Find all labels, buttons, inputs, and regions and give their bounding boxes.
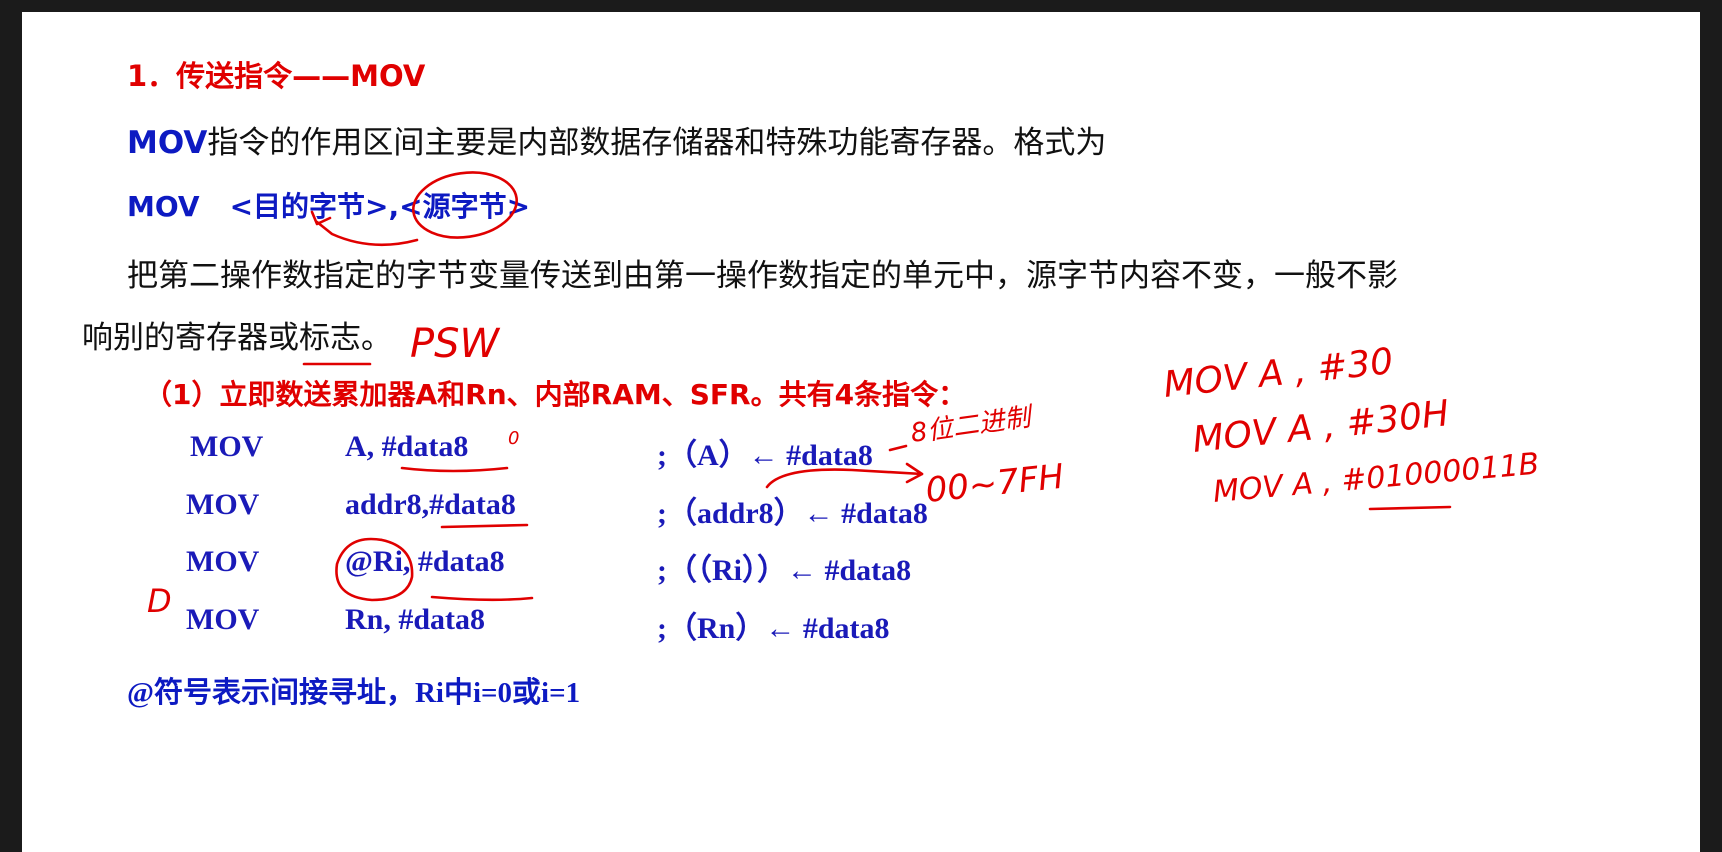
note-line: @符号表示间接寻址，Ri中i=0或i=1 (127, 677, 581, 709)
instr-1-op: MOV (190, 430, 264, 463)
instr-1-comment: ;（A）← #data8 (657, 439, 873, 472)
ink-mov-1: MOV A , #30 (1162, 341, 1395, 406)
description-line-2: 响别的寄存器或标志。 (82, 320, 392, 356)
ink-mark-0: 0 (508, 428, 519, 449)
instr-4-operands: Rn, #data8 (345, 603, 486, 636)
instr-2-operands: addr8,#data8 (345, 488, 516, 521)
intro-bold-word: MOV (127, 125, 208, 161)
underline-binary (1368, 505, 1452, 511)
underline-data8-2 (440, 523, 529, 529)
instr-3-op: MOV (186, 545, 260, 578)
instr-3-comment: ;（（Ri））← #data8 (657, 554, 912, 587)
intro-paragraph: MOV指令的作用区间主要是内部数据存储器和特殊功能寄存器。格式为 (127, 117, 1106, 162)
instr-2-comment: ;（addr8）← #data8 (657, 497, 928, 530)
underline-data8-1 (400, 466, 509, 473)
subheading: （1）立即数送累加器A和Rn、内部RAM、SFR。共有4条指令： (144, 378, 967, 411)
right-edge (1700, 12, 1722, 852)
ink-mark-d: D (147, 582, 172, 620)
slide: 1．传送指令——MOV MOV指令的作用区间主要是内部数据存储器和特殊功能寄存器… (22, 12, 1700, 852)
description-line-1: 把第二操作数指定的字节变量传送到由第一操作数指定的单元中，源字节内容不变，一般不… (127, 258, 1398, 294)
arrow-head-range (905, 462, 924, 484)
intro-text: 指令的作用区间主要是内部数据存储器和特殊功能寄存器。格式为 (207, 125, 1107, 161)
underline-data8-3 (430, 595, 534, 602)
format-line: MOV <目的字节>,<源字节> (127, 185, 530, 225)
top-bar (0, 0, 1722, 12)
ink-range: 00~7FH (924, 457, 1066, 511)
slide-title: 1．传送指令——MOV (127, 59, 426, 93)
instr-2-op: MOV (186, 488, 260, 521)
format-op: MOV (127, 190, 200, 223)
instr-4-comment: ;（Rn）← #data8 (657, 612, 890, 645)
format-operands: <目的字节>,<源字节> (229, 190, 531, 223)
ink-mov-2: MOV A , #30H (1191, 393, 1451, 461)
arrow-source-to-dest (315, 220, 419, 247)
instr-3-operands: @Ri, #data8 (345, 545, 505, 578)
ink-mov-3: MOV A , #01000011B (1212, 447, 1541, 510)
ink-psw: PSW (410, 321, 501, 367)
instr-1-operands: A, #data8 (345, 430, 469, 463)
dash-bits (888, 444, 908, 452)
instr-4-op: MOV (186, 603, 260, 636)
